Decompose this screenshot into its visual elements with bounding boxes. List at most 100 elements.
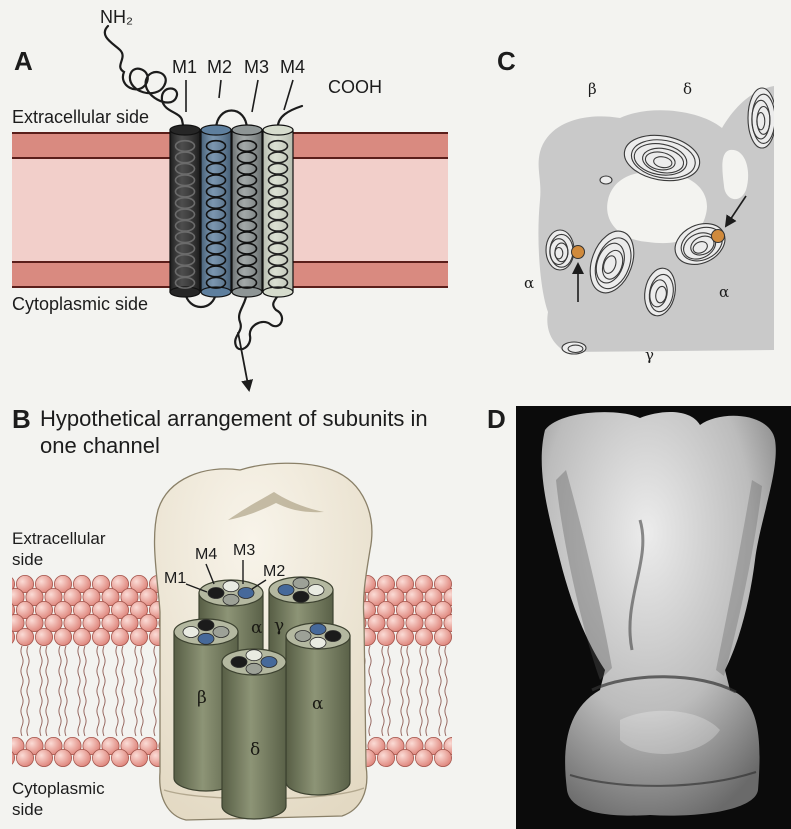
lipid-head	[111, 749, 128, 766]
lipid-tail	[407, 646, 409, 736]
lipid-head	[73, 628, 90, 645]
helix-end-m2	[278, 585, 294, 596]
helix-end-m1	[198, 620, 214, 631]
lipid-tail	[84, 646, 86, 736]
panel-c-letter: C	[497, 48, 516, 74]
b-subunit-delta: δ	[250, 742, 260, 759]
segment-pointer-lines	[186, 80, 293, 112]
c-subunit-alpha-right: α	[719, 285, 729, 300]
lipid-tail	[122, 646, 124, 736]
down-arrow	[238, 332, 249, 390]
helix-end-m3	[308, 585, 324, 596]
lipid-head	[396, 628, 413, 645]
contour-cluster	[562, 342, 586, 354]
lipid-head	[434, 749, 451, 766]
segment-m2-label: M2	[207, 58, 232, 76]
lipid-head	[415, 628, 432, 645]
lipid-head	[396, 749, 413, 766]
panel-b-channel-model	[0, 463, 461, 820]
b-cytoplasmic-label: Cytoplasmic side	[12, 778, 124, 820]
lipid-tail	[154, 646, 156, 736]
segment-m4-label: M4	[280, 58, 305, 76]
lipid-head	[130, 628, 147, 645]
helix-end-m2	[310, 624, 326, 635]
lipid-tail	[382, 646, 384, 736]
lipid-tail	[65, 646, 67, 736]
lipid-head	[35, 628, 52, 645]
lipid-tail	[439, 646, 441, 736]
panel-b-letter: B	[12, 406, 31, 432]
lipid-tail	[46, 646, 48, 736]
lipid-tail	[445, 646, 447, 736]
lipid-tail	[2, 646, 4, 736]
lipid-tail	[59, 646, 61, 736]
loop-m3-m4	[235, 292, 282, 349]
lipid-tail	[78, 646, 80, 736]
panel-d-letter: D	[487, 406, 506, 432]
b-segment-m2-label: M2	[263, 564, 285, 580]
lipid-head	[377, 628, 394, 645]
lipid-tail	[401, 646, 403, 736]
a-cytoplasmic-label: Cytoplasmic side	[12, 295, 148, 313]
helix-end-m3	[246, 650, 262, 661]
lipid-head	[377, 749, 394, 766]
subunit-cylinder-delta	[222, 649, 286, 819]
contour-cluster	[748, 88, 776, 148]
a-extracellular-label: Extracellular side	[12, 108, 149, 126]
lipid-head	[16, 628, 33, 645]
marker-dot-left	[572, 246, 585, 259]
lipid-tail	[21, 646, 23, 736]
segment-m3-label: M3	[244, 58, 269, 76]
lipid-tail	[388, 646, 390, 736]
helix-end-m2	[198, 633, 214, 644]
lipid-head	[92, 628, 109, 645]
lipid-head	[0, 628, 15, 645]
helix-end-m3	[310, 637, 326, 648]
b-segment-m3-label: M3	[233, 543, 255, 559]
helix-end-m4	[246, 663, 262, 674]
lipid-tail	[8, 646, 10, 736]
lipid-tail	[27, 646, 29, 736]
contour-cluster	[546, 230, 574, 270]
helix-end-m4	[213, 627, 229, 638]
lipid-head	[111, 628, 128, 645]
n-terminus-label: NH₂	[100, 8, 133, 26]
panel-d-3d-reconstruction	[516, 406, 791, 829]
marker-dot-right	[712, 230, 725, 243]
lipid-head	[415, 749, 432, 766]
b-subunit-alpha-back: α	[251, 620, 262, 637]
density-contour	[600, 176, 612, 184]
helix-end-m3	[183, 627, 199, 638]
helix-end-m1	[231, 657, 247, 668]
lipid-head	[130, 749, 147, 766]
lipid-head	[54, 749, 71, 766]
lipid-head	[92, 749, 109, 766]
b-extracellular-label: Extracellular side	[12, 528, 124, 570]
lipid-head	[0, 749, 15, 766]
c-subunit-beta: β	[588, 82, 597, 97]
lipid-tail	[141, 646, 143, 736]
panel-a-topology	[12, 26, 448, 390]
segment-m1-label: M1	[172, 58, 197, 76]
lipid-tail	[103, 646, 105, 736]
b-segment-m4-label: M4	[195, 547, 217, 563]
lipid-tail	[369, 646, 371, 736]
c-subunit-alpha-left: α	[524, 276, 534, 291]
b-segment-m1-label: M1	[164, 571, 186, 587]
lipid-head	[16, 749, 33, 766]
helix-end-m1	[293, 591, 309, 602]
helix-end-m2	[238, 588, 254, 599]
c-subunit-gamma: γ	[645, 348, 654, 363]
lipid-tail	[426, 646, 428, 736]
helix-end-m1	[325, 631, 341, 642]
helix-end-m2	[261, 657, 277, 668]
lipid-tail	[420, 646, 422, 736]
lipid-tail	[40, 646, 42, 736]
b-subunit-gamma: γ	[274, 618, 284, 635]
cylinder-side	[286, 636, 350, 795]
panel-a-letter: A	[14, 48, 33, 74]
lipid-tail	[97, 646, 99, 736]
c-terminus-label: COOH	[328, 78, 382, 96]
lipid-tail	[116, 646, 118, 736]
